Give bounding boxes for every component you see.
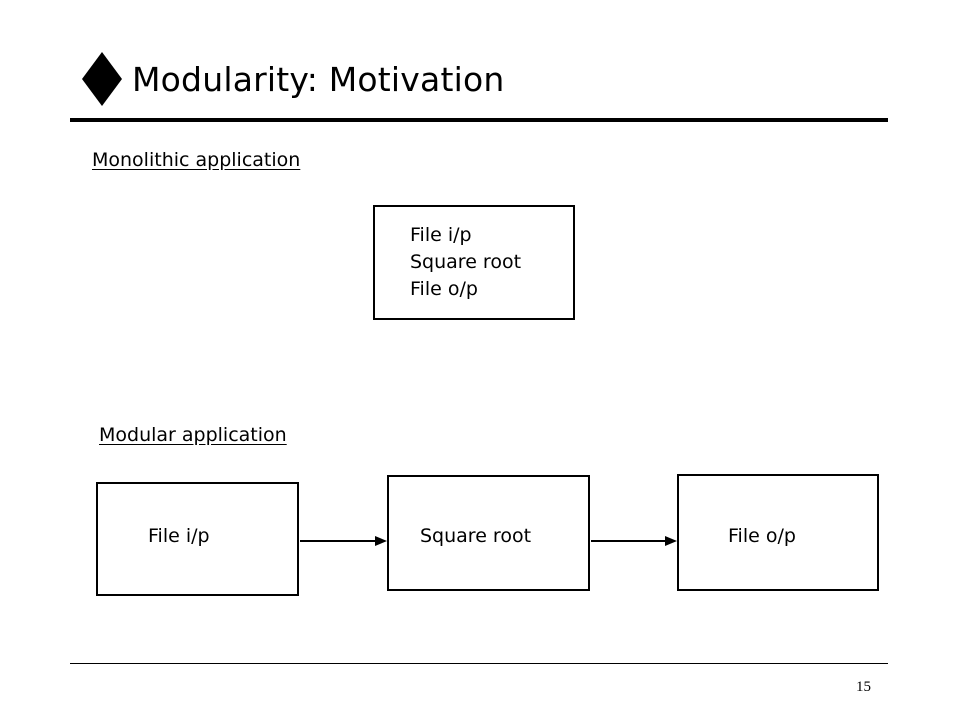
arrow-right-icon [591,536,677,546]
monolithic-box: File i/p Square root File o/p [373,205,575,320]
module-square-root-label: Square root [420,525,532,547]
modular-heading: Modular application [99,424,287,446]
module-file-output: File o/p [677,474,879,591]
monolithic-line-square-root: Square root [410,251,522,273]
monolithic-line-file-input: File i/p [410,224,472,246]
monolithic-heading: Monolithic application [92,149,301,171]
module-file-input: File i/p [96,482,299,596]
diamond-icon [82,52,122,106]
monolithic-line-file-output: File o/p [410,278,478,300]
module-file-output-label: File o/p [728,525,796,547]
page-number: 15 [856,679,871,695]
title-divider [70,118,888,122]
footer-divider [70,663,888,664]
slide-title: Modularity: Motivation [132,60,505,99]
module-square-root: Square root [387,475,590,591]
arrow-right-icon [300,536,387,546]
module-file-input-label: File i/p [148,525,210,547]
